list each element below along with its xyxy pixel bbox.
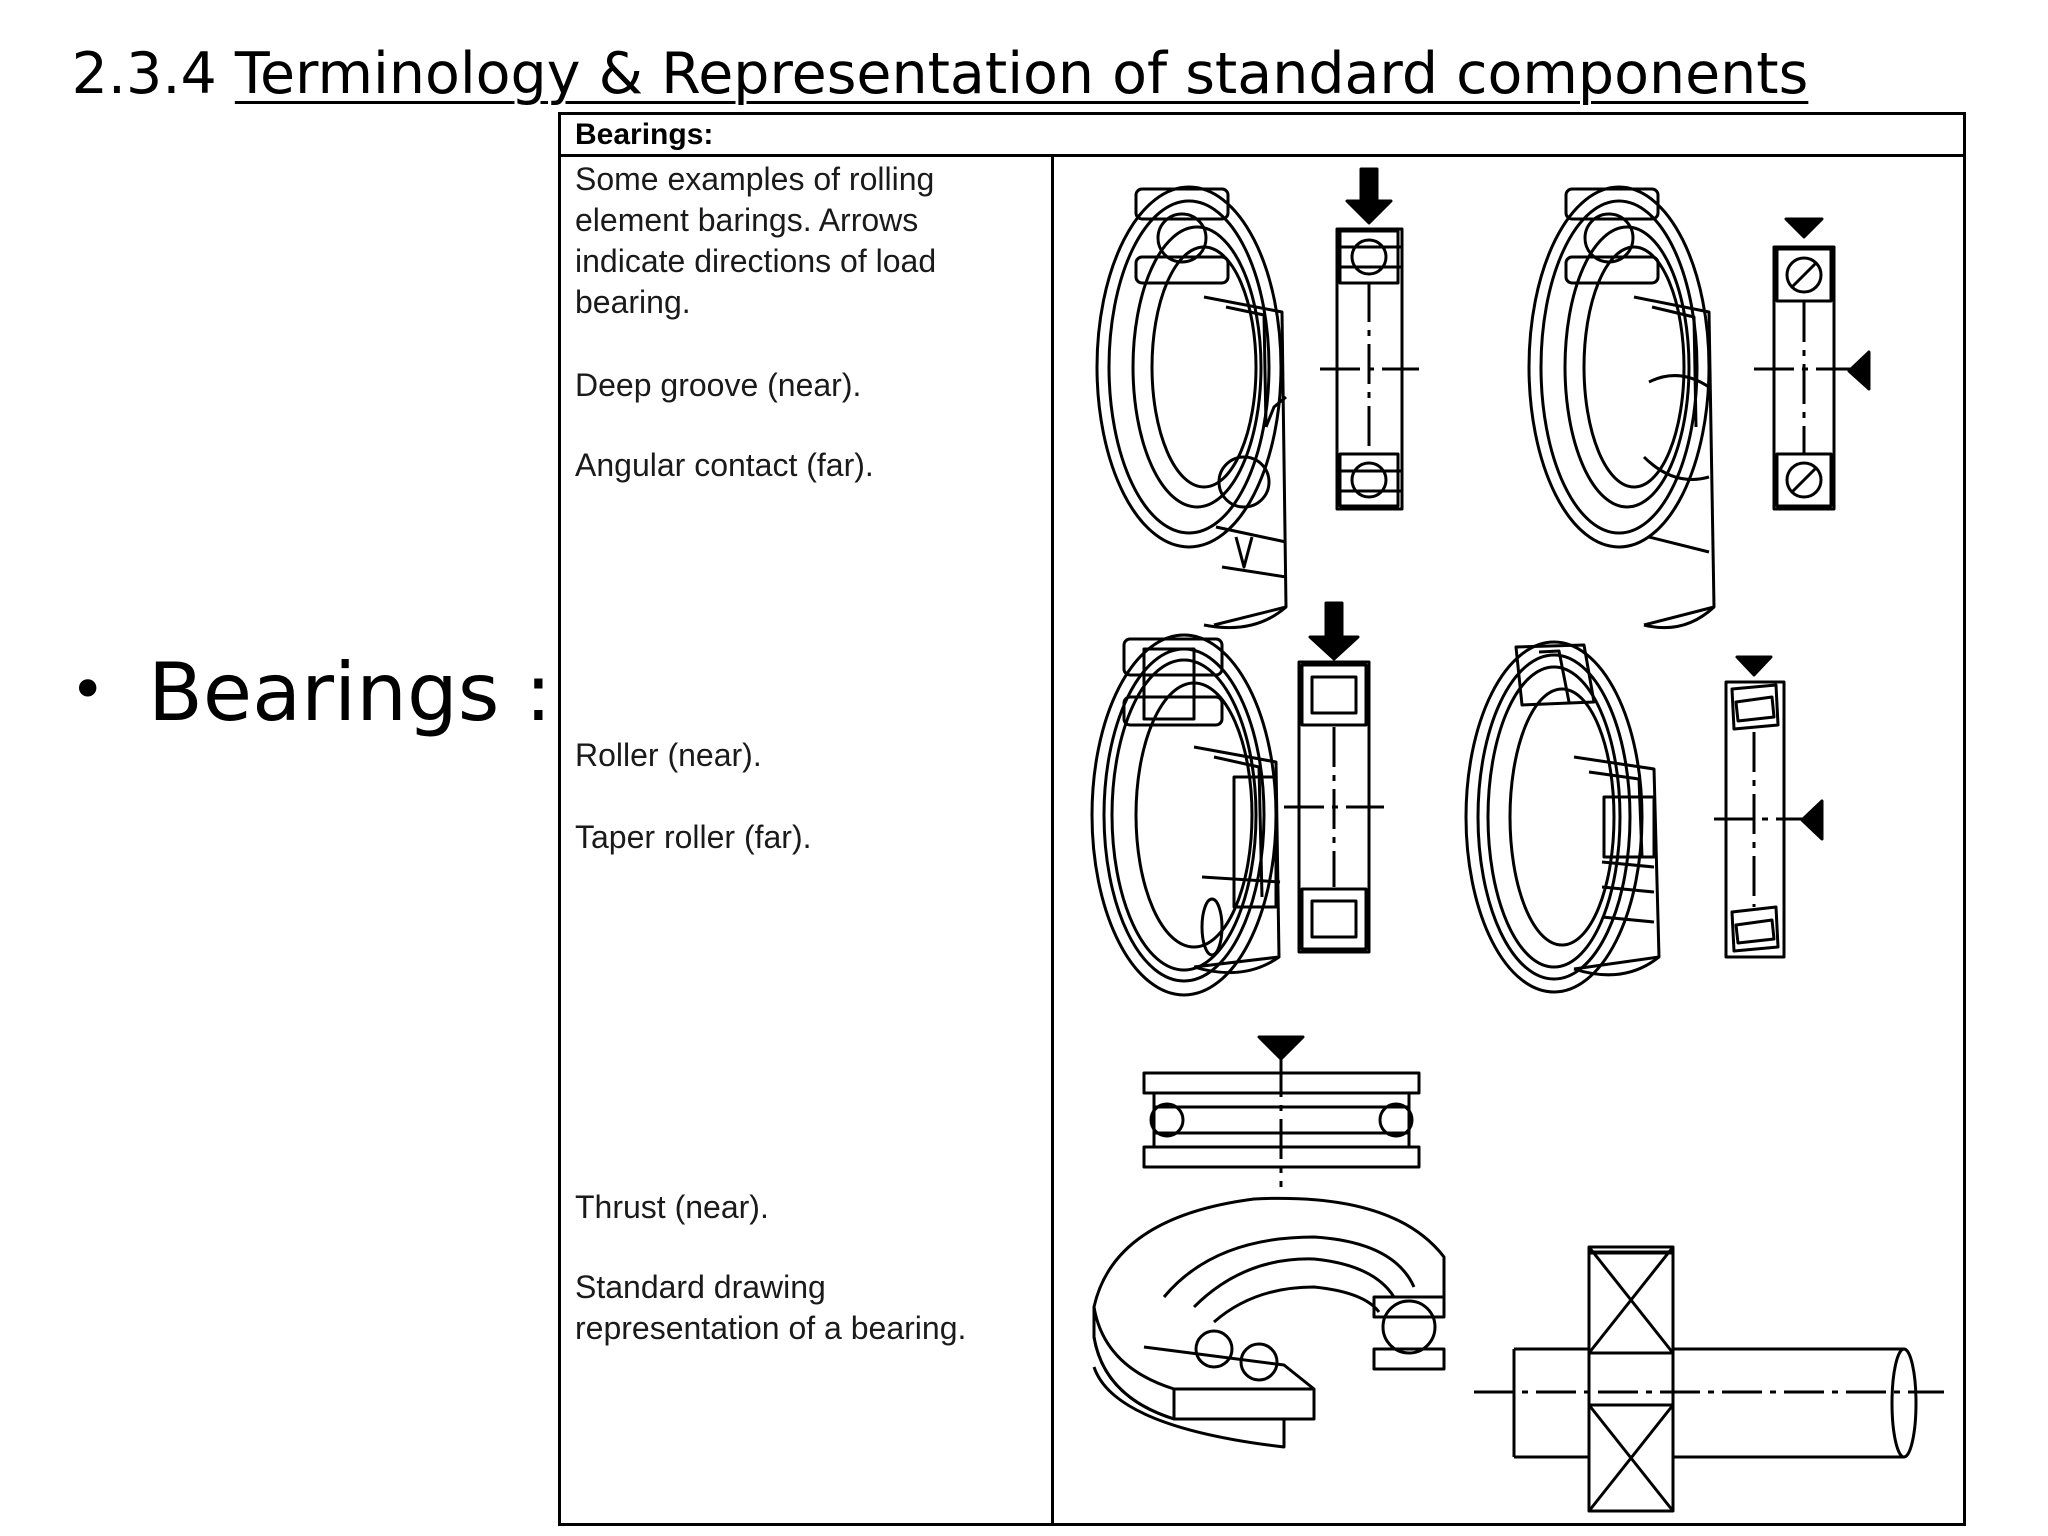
- standard-drawing-text: Standard drawing representation of a bea…: [575, 1267, 966, 1349]
- angular-contact-label: Angular contact (far).: [575, 447, 874, 483]
- thrust-bearing-icon: [1092, 1196, 1446, 1449]
- intro-line: element barings. Arrows: [575, 202, 919, 238]
- title-text: Terminology & Representation of standard…: [234, 41, 1809, 107]
- standard-line: Standard drawing: [575, 1269, 826, 1305]
- roller-bearing-icon: [1090, 633, 1281, 997]
- standard-bearing-symbol-icon: [1474, 1245, 1944, 1513]
- thrust-label: Thrust (near).: [575, 1189, 769, 1225]
- deep-groove-section-icon: [1320, 167, 1419, 511]
- bullet-text: Bearings :: [148, 646, 552, 739]
- deep-groove-label: Deep groove (near).: [575, 367, 862, 403]
- table-header: Bearings:: [561, 115, 1963, 157]
- bullet-item: • Bearings :: [70, 640, 552, 743]
- thrust-section-icon: [1142, 1035, 1421, 1187]
- column-divider: [1051, 157, 1054, 1523]
- intro-line: bearing.: [575, 284, 691, 320]
- angular-contact-section-icon: [1754, 217, 1871, 511]
- title-number: 2.3.4: [71, 41, 217, 107]
- intro-line: indicate directions of load: [575, 243, 937, 279]
- angular-contact-bearing-icon: [1527, 185, 1716, 630]
- roller-section-icon: [1284, 601, 1384, 954]
- taper-roller-section-icon: [1714, 655, 1824, 959]
- deep-groove-bearing-icon: [1095, 185, 1288, 630]
- intro-text: Some examples of rolling element barings…: [575, 159, 936, 323]
- roller-label: Roller (near).: [575, 737, 762, 773]
- taper-roller-bearing-icon: [1464, 640, 1661, 994]
- intro-line: Some examples of rolling: [575, 161, 935, 197]
- bearings-table: Bearings: Some examples of rolling eleme…: [558, 112, 1966, 1526]
- bearing-drawings: [1090, 167, 1944, 1513]
- taper-roller-label: Taper roller (far).: [575, 819, 812, 855]
- bullet-dot-icon: •: [70, 655, 106, 725]
- slide-title: 2.3.4 Terminology & Representation of st…: [0, 38, 1880, 110]
- standard-line: representation of a bearing.: [575, 1310, 967, 1346]
